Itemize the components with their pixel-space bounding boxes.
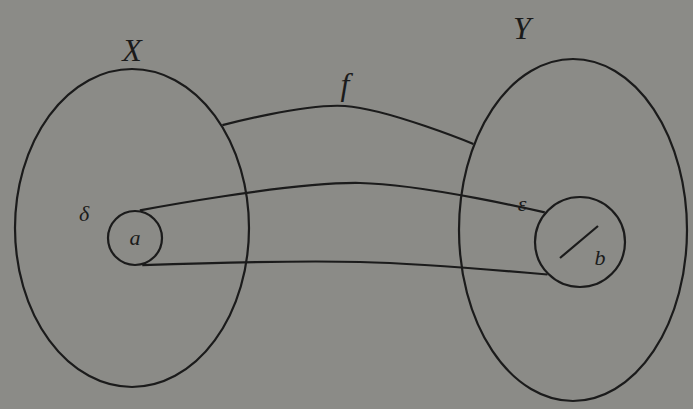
set-blob: Xa [14,68,250,388]
mapping-line [142,262,547,275]
node-label: Y [513,12,531,44]
ball-circle: b [534,196,626,288]
mapping-line [222,106,473,144]
set-blob: Yb [458,58,688,402]
mapping-line [140,183,545,212]
node-label: X [122,34,142,66]
symbol-label: ε [518,193,527,215]
ball-circle-outline [534,196,626,288]
ball-circle: a [107,210,163,266]
node-label: b [595,247,606,269]
node-label: a [130,227,141,249]
set-blob-outline [458,58,688,402]
map-name: f [341,68,350,100]
symbol-label: δ [79,203,89,225]
radius-line [560,226,598,258]
